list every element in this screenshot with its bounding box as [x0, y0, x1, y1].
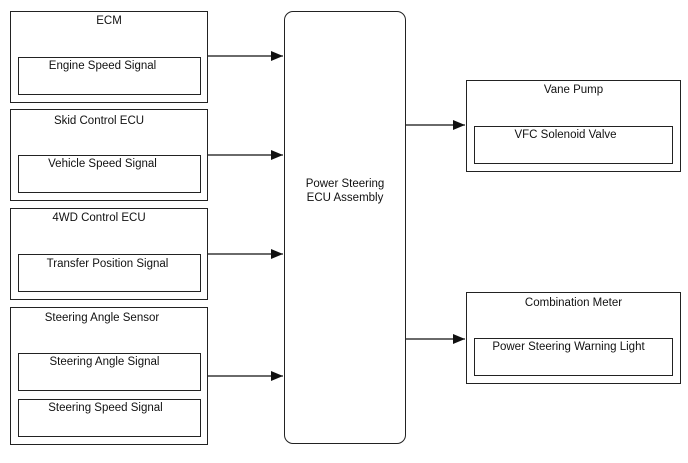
4wd-control-ecu-box: 4WD Control ECU Transfer Position Signal	[10, 208, 208, 300]
vehicle-speed-signal-box: Vehicle Speed Signal	[18, 155, 201, 193]
vfc-solenoid-valve-label: VFC Solenoid Valve	[514, 129, 617, 141]
ecm-box: ECM Engine Speed Signal	[10, 11, 208, 103]
engine-speed-signal-label: Engine Speed Signal	[48, 60, 157, 72]
vfc-solenoid-valve-box: VFC Solenoid Valve	[474, 126, 673, 164]
power-steering-warning-light-label: Power Steering Warning Light	[492, 341, 645, 353]
vane-pump-box: Vane Pump VFC Solenoid Valve	[466, 80, 681, 172]
power-steering-ecu-line2: ECU Assembly	[306, 192, 384, 204]
steering-angle-signal-label: Steering Angle Signal	[49, 356, 160, 368]
engine-speed-signal-box: Engine Speed Signal	[18, 57, 201, 95]
power-steering-ecu-line1: Power Steering	[305, 178, 385, 190]
ecm-title: ECM	[96, 15, 122, 27]
steering-angle-signal-box: Steering Angle Signal	[18, 353, 201, 391]
combination-meter-box: Combination Meter Power Steering Warning…	[466, 292, 681, 384]
steering-speed-signal-label: Steering Speed Signal	[48, 402, 163, 414]
vehicle-speed-signal-label: Vehicle Speed Signal	[48, 158, 157, 170]
steering-angle-sensor-box: Steering Angle Sensor Steering Angle Sig…	[10, 307, 208, 445]
vane-pump-title: Vane Pump	[543, 84, 604, 96]
skid-control-ecu-title: Skid Control ECU	[53, 115, 145, 127]
4wd-control-ecu-title: 4WD Control ECU	[52, 212, 146, 224]
transfer-position-signal-label: Transfer Position Signal	[46, 258, 169, 270]
power-steering-ecu-assembly-box: Power Steering ECU Assembly	[284, 11, 406, 444]
power-steering-warning-light-box: Power Steering Warning Light	[474, 338, 673, 376]
transfer-position-signal-box: Transfer Position Signal	[18, 254, 201, 292]
steering-angle-sensor-title: Steering Angle Sensor	[44, 312, 160, 324]
steering-speed-signal-box: Steering Speed Signal	[18, 399, 201, 437]
skid-control-ecu-box: Skid Control ECU Vehicle Speed Signal	[10, 109, 208, 201]
combination-meter-title: Combination Meter	[524, 297, 623, 309]
